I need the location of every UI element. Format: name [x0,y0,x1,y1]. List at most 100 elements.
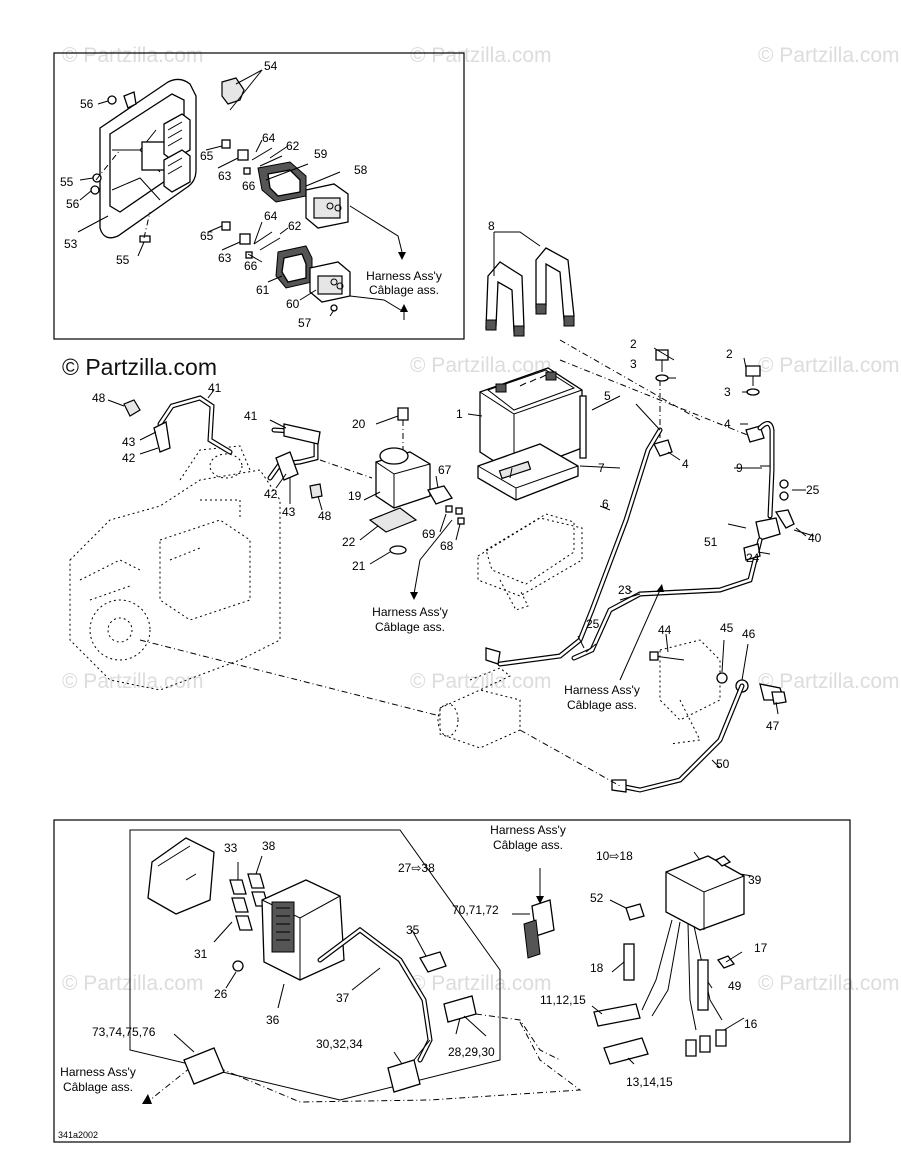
figure-code: 341a2002 [58,1130,98,1140]
callout-68: 68 [440,539,454,553]
callout-41: 41 [208,381,222,395]
callouts-bottom-inset: 33 38 27⇨38 10⇨18 39 52 70,71,72 35 31 1… [92,839,768,1089]
callout-31: 31 [194,947,208,961]
callout-57: 57 [298,316,312,330]
callout-41: 41 [244,409,258,423]
harness-note-line1: Harness Ass'y [372,605,448,619]
harness-note-line1: Harness Ass'y [490,823,566,837]
battery-tray-7 [477,443,579,501]
callout-48: 48 [92,391,106,405]
callout-38: 38 [262,839,276,853]
clip-54 [221,77,245,105]
ignition-cable-41-left [107,389,233,455]
callouts-middle: 8 2 3 5 1 4 7 2 3 4 9 25 6 51 40 24 23 4… [92,219,822,771]
callout-9: 9 [736,461,743,475]
callout-55: 55 [60,175,74,189]
terminals-16 [685,1029,727,1057]
callout-22: 22 [342,535,356,549]
callout-65: 65 [200,229,214,243]
callout-49: 49 [728,979,742,993]
callout-25: 25 [806,483,820,497]
callout-18: 18 [590,961,604,975]
callout-46: 46 [742,627,756,641]
watermark: © Partzilla.com [410,972,552,995]
harness-note-line2: Câblage ass. [375,620,445,634]
callout-48: 48 [318,509,332,523]
harness-note-line1: Harness Ass'y [366,269,442,283]
harness-note-line2: Câblage ass. [493,838,563,852]
callout-7: 7 [598,461,605,475]
callout-56: 56 [80,97,94,111]
callout-16: 16 [744,1017,758,1031]
callout-69: 69 [422,527,436,541]
module-cover [147,837,215,915]
callout-64: 64 [262,131,276,145]
callout-5: 5 [604,389,611,403]
terminal-hardware [653,347,765,461]
callout-36: 36 [266,1013,280,1027]
callout-37: 37 [336,991,350,1005]
callout-54: 54 [264,59,278,73]
connector-67 [427,475,465,541]
callout-4: 4 [724,417,731,431]
callout-51: 51 [704,535,718,549]
watermark-layer: © Partzilla.com © Partzilla.com © Partzi… [62,44,900,995]
callout-27-38: 27⇨38 [398,861,435,875]
inset-frame-bottom [53,819,851,1143]
harness-note-line2: Câblage ass. [63,1080,133,1094]
callout-17: 17 [754,941,768,955]
engine-assembly [69,445,281,691]
callout-58: 58 [354,163,368,177]
watermark: © Partzilla.com [758,354,900,377]
callout-3: 3 [630,357,637,371]
inset-frame-top [53,52,465,340]
watermark: © Partzilla.com [758,44,900,67]
callout-67: 67 [438,463,452,477]
callout-1: 1 [456,407,463,421]
callout-3: 3 [724,385,731,399]
callout-4: 4 [682,457,689,471]
callout-50: 50 [716,757,730,771]
callout-59: 59 [314,147,328,161]
battery-cable-6 [485,427,663,667]
module-10-18 [609,851,753,931]
connector-30 [387,1039,431,1093]
callout-52: 52 [590,891,604,905]
connector-70 [512,868,555,959]
callout-40: 40 [808,531,822,545]
callout-65: 65 [200,149,214,163]
ignition-cable-41-right [267,419,323,511]
callout-62: 62 [288,219,302,233]
callout-64: 64 [264,209,278,223]
callout-19: 19 [348,489,362,503]
battery-1 [479,367,583,475]
vent-tube-5 [579,395,587,459]
connector-11 [593,1003,641,1027]
connector-73 [173,1033,225,1085]
callout-63: 63 [218,169,232,183]
callout-63: 63 [218,251,232,265]
watermark: © Partzilla.com [758,972,900,995]
connector-13 [603,1037,649,1065]
callout-26: 26 [214,987,228,1001]
callout-73-76: 73,74,75,76 [92,1025,156,1039]
callout-39: 39 [748,873,762,887]
callout-62: 62 [286,139,300,153]
callout-61: 61 [256,283,270,297]
callout-25: 25 [586,617,600,631]
callout-60: 60 [286,297,300,311]
watermark: © Partzilla.com [62,44,204,67]
battery-straps-8 [485,231,575,337]
callout-11-15: 11,12,15 [540,993,586,1007]
callout-42: 42 [122,451,136,465]
ground-cable-50 [611,683,745,793]
callout-21: 21 [352,559,366,573]
callout-66: 66 [242,179,256,193]
watermark: © Partzilla.com [758,670,900,693]
fasteners-inset [79,95,151,257]
watermark: © Partzilla.com [62,670,204,693]
ecm-housing-53 [99,78,197,239]
callout-24: 24 [746,551,760,565]
callout-33: 33 [224,841,238,855]
